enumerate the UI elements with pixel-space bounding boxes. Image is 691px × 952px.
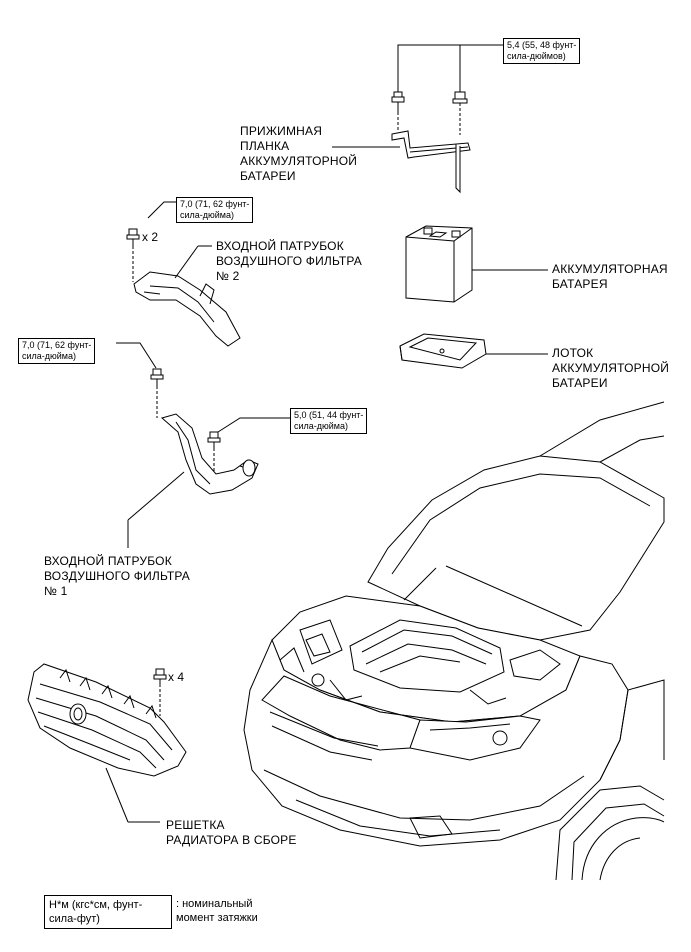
grille-clip	[153, 668, 167, 684]
inlet-2-bolt	[126, 228, 140, 246]
battery-clamp-bar	[391, 130, 471, 159]
vehicle-drawing	[243, 401, 665, 881]
air-inlet-1-group	[116, 342, 290, 548]
label-battery-clamp: ПРИЖИМНАЯ ПЛАНКА АККУМУЛЯТОРНОЙ БАТАРЕИ	[240, 124, 358, 183]
inlet-1-bolt-top	[150, 368, 164, 386]
qty-grille-clips: x 4	[168, 670, 185, 684]
legend-meaning: : номинальный момент затяжки	[176, 898, 258, 924]
battery-tray-drawing	[399, 333, 548, 369]
torque-box-inlet-2: 7,0 (71, 62 фунт- сила-дюйма)	[176, 197, 254, 223]
qty-inlet-2-bolts: x 2	[142, 230, 159, 244]
label-air-inlet-2: ВХОДНОЙ ПАТРУБОК ВОЗДУШНОГО ФИЛЬТРА № 2	[216, 239, 362, 283]
air-inlet-2-group	[126, 201, 241, 347]
clamp-bolt-left	[391, 91, 405, 112]
clamp-nut-right	[452, 91, 468, 104]
inlet-1-bolt-side	[207, 431, 221, 448]
label-battery-tray: ЛОТОК АККУМУЛЯТОРНОЙ БАТАРЕИ	[552, 346, 670, 390]
radiator-grille-group	[27, 663, 187, 823]
legend-unit-box: Н*м (кгс*см, фунт- сила-фут)	[44, 895, 172, 929]
label-air-inlet-1: ВХОДНОЙ ПАТРУБОК ВОЗДУШНОГО ФИЛЬТРА № 1	[44, 554, 190, 598]
label-radiator-grille: РЕШЕТКА РАДИАТОРА В СБОРЕ	[166, 818, 297, 847]
torque-box-clamp: 5,4 (55, 48 фунт- сила-дюймов)	[503, 38, 581, 64]
torque-box-inlet-1-top: 7,0 (71, 62 фунт- сила-дюйма)	[18, 338, 96, 364]
torque-box-inlet-1-side: 5,0 (51, 44 фунт- сила-дюйма)	[290, 408, 368, 434]
battery-clamp-group	[332, 44, 503, 194]
battery-drawing	[405, 225, 548, 303]
label-battery: АККУМУЛЯТОРНАЯ БАТАРЕЯ	[552, 262, 668, 291]
